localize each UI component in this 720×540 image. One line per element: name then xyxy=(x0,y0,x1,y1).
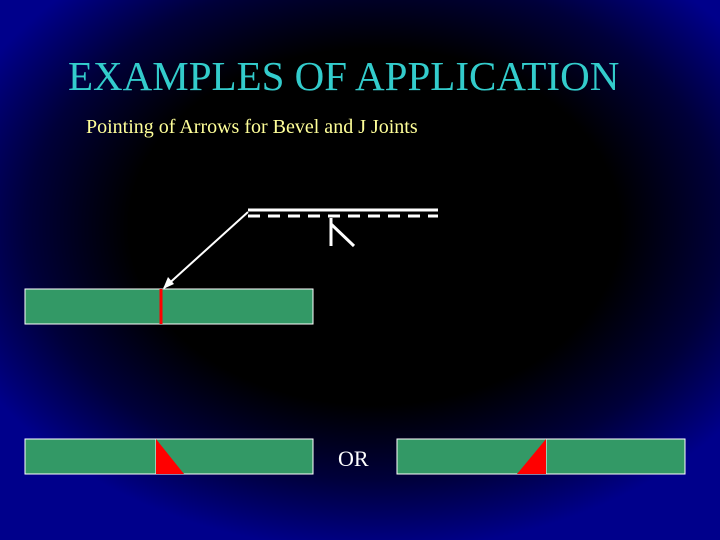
bottom-right-bevel-weld xyxy=(517,439,546,474)
top-joint-plate xyxy=(24,288,314,325)
arrow-head xyxy=(163,277,174,289)
bottom-left-bevel-weld xyxy=(156,439,184,474)
bevel-symbol-diagonal xyxy=(329,222,356,248)
slide-title: EXAMPLES OF APPLICATION xyxy=(68,53,620,99)
slide-subtitle: Pointing of Arrows for Bevel and J Joint… xyxy=(86,116,418,138)
arrow-leader-line xyxy=(163,211,249,289)
or-label: OR xyxy=(338,446,369,471)
